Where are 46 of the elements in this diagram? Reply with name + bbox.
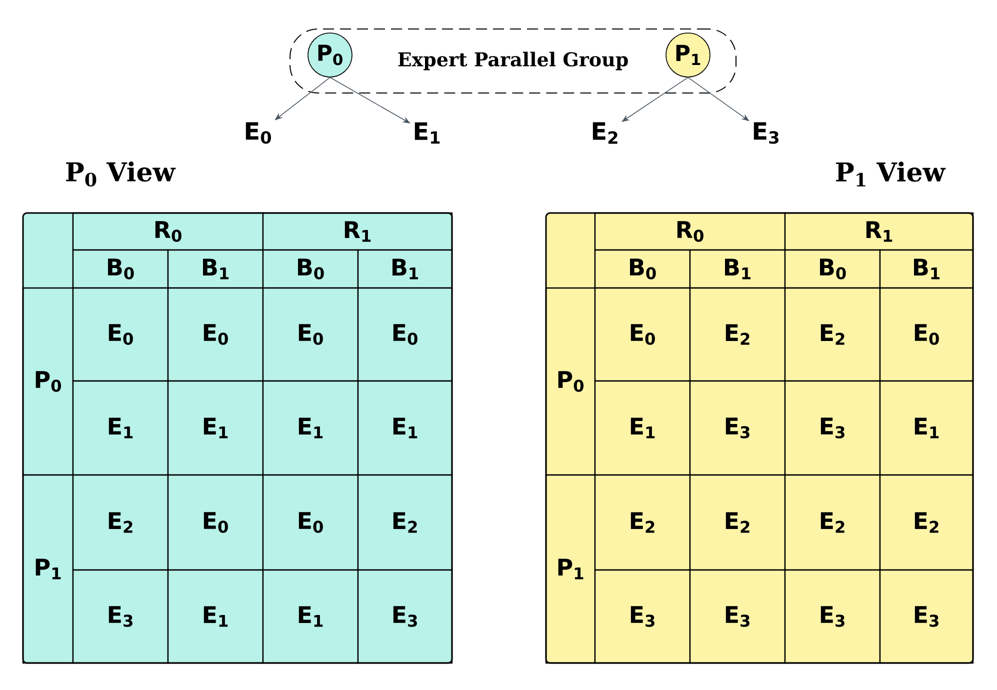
table-cell: E$_{3}$ xyxy=(689,569,786,664)
table-cell: E$_{1}$ xyxy=(357,380,453,476)
view-title: P$_{1}$ View xyxy=(836,162,946,186)
table-cell: E$_{1}$ xyxy=(262,380,359,476)
table-cell: E$_{1}$ xyxy=(262,569,359,664)
table-cell: E$_{1}$ xyxy=(167,380,264,476)
table-cell: B$_{1}$ xyxy=(879,249,974,289)
view-title: P$_{0}$ View xyxy=(66,162,176,186)
table-cell: R$_{1}$ xyxy=(784,212,974,251)
table-cell: E$_{3}$ xyxy=(72,569,169,664)
table-cell: E$_{0}$ xyxy=(262,474,359,571)
table-cell: E$_{1}$ xyxy=(167,569,264,664)
table-cell: B$_{0}$ xyxy=(784,249,881,289)
table-cell: E$_{1}$ xyxy=(594,380,691,476)
table-cell: B$_{0}$ xyxy=(262,249,359,289)
table-cell: E$_{2}$ xyxy=(879,474,974,571)
table-cell: E$_{2}$ xyxy=(689,474,786,571)
table-cell: R$_{1}$ xyxy=(262,212,453,251)
table-cell: E$_{2}$ xyxy=(72,474,169,571)
table-cell: E$_{3}$ xyxy=(357,569,453,664)
table-cell: B$_{1}$ xyxy=(167,249,264,289)
table-cell: E$_{1}$ xyxy=(72,380,169,476)
table-cell: P$_{1}$ xyxy=(545,474,596,664)
expert-label: E$_{2}$ xyxy=(592,122,618,144)
table-cell: P$_{1}$ xyxy=(22,474,74,664)
table-cell: E$_{3}$ xyxy=(784,569,881,664)
table-cell: B$_{1}$ xyxy=(357,249,453,289)
expert-label: E$_{3}$ xyxy=(754,122,778,144)
table-cell: P$_{0}$ xyxy=(545,287,596,476)
table-cell: E$_{0}$ xyxy=(167,474,264,571)
table-cell: E$_{2}$ xyxy=(594,474,691,571)
table-cell: E$_{3}$ xyxy=(594,569,691,664)
table-cell: E$_{2}$ xyxy=(357,474,453,571)
table-cell: R$_{0}$ xyxy=(72,212,264,251)
table-cell: E$_{3}$ xyxy=(689,380,786,476)
expert-label: E$_{1}$ xyxy=(414,122,440,144)
table-cell: E$_{2}$ xyxy=(784,474,881,571)
table-cell: B$_{0}$ xyxy=(72,249,169,289)
table-cell: P$_{0}$ xyxy=(22,287,74,476)
table-cell: E$_{1}$ xyxy=(879,380,974,476)
table-cell: E$_{3}$ xyxy=(784,380,881,476)
table-cell: E$_{3}$ xyxy=(879,569,974,664)
table-cell: R$_{0}$ xyxy=(594,212,786,251)
table-cell: B$_{1}$ xyxy=(689,249,786,289)
table-cell: B$_{0}$ xyxy=(594,249,691,289)
expert-label: E$_{0}$ xyxy=(246,122,271,144)
